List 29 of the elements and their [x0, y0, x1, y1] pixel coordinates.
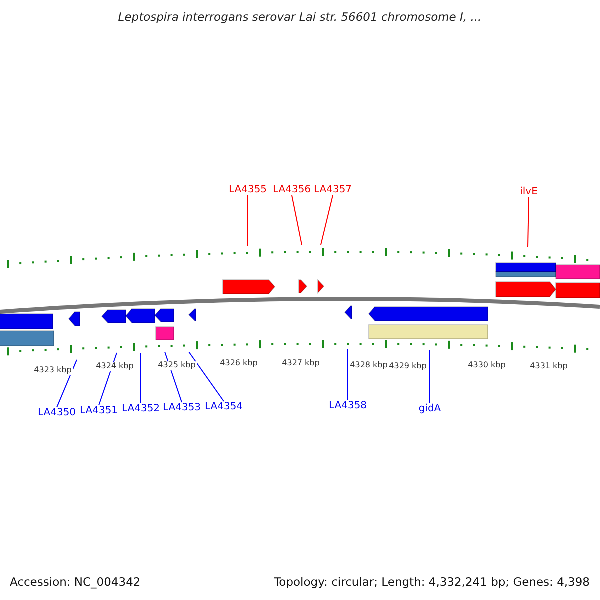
scale-label: 4327 kbp — [281, 360, 321, 368]
gene-label: LA4357 — [314, 184, 352, 196]
leader-line — [320, 195, 334, 246]
summary-text: Topology: circular; Length: 4,332,241 bp; Genes: 4,398 — [274, 575, 590, 589]
scale-label: 4325 kbp — [157, 362, 197, 370]
scale-label: 4331 kbp — [529, 362, 569, 372]
gene-label: ilvE — [520, 186, 538, 198]
leader-line — [528, 197, 530, 248]
scale-label: 4330 kbp — [467, 362, 507, 370]
gene-label: LA4350 — [38, 408, 76, 418]
scale-label: 4329 kbp — [388, 362, 428, 372]
gene-label: LA4356 — [272, 184, 312, 196]
scale-label: 4324 kbp — [95, 362, 135, 372]
gene-label: LA4352 — [122, 404, 160, 414]
gene-label: LA4354 — [204, 402, 244, 412]
chart-title: Leptospira interrogans serovar Lai str. 56601 chromosome I, ... — [117, 10, 483, 24]
gene-label: LA4351 — [80, 406, 118, 416]
leader-line — [56, 360, 78, 408]
scale-label: 4328 kbp — [349, 362, 389, 370]
leader-line — [292, 195, 302, 246]
gene-label: gidA — [418, 404, 442, 414]
accession-text: Accession: NC_004342 — [10, 575, 141, 589]
gene-label: LA4355 — [228, 184, 268, 196]
gene-label: LA4358 — [328, 400, 368, 412]
scale-label: 4323 kbp — [33, 366, 73, 376]
leader-line — [140, 352, 142, 404]
scale-label: 4326 kbp — [219, 360, 259, 368]
leader-line — [188, 352, 224, 402]
gene-label: LA4353 — [162, 402, 202, 414]
